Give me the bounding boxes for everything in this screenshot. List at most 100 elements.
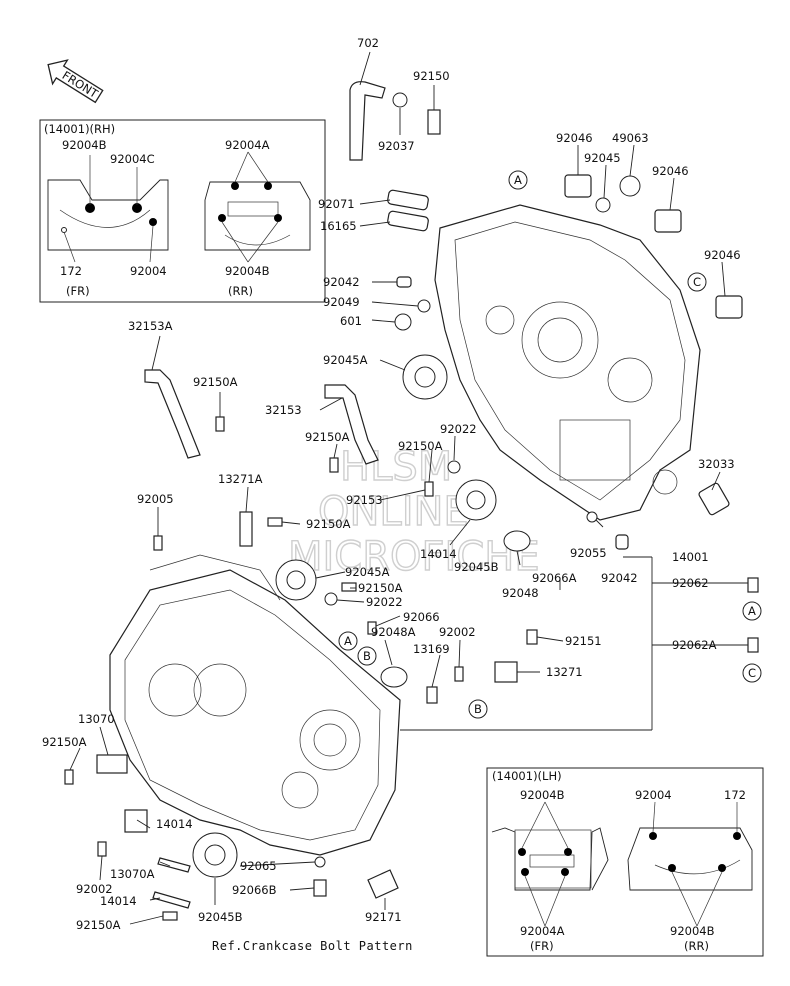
seal-92048 <box>503 530 531 552</box>
callout-c-1-label: C <box>693 275 701 289</box>
label-13271: 13271 <box>546 665 583 679</box>
callout-b-1 <box>357 646 377 666</box>
label-92150: 92150 <box>413 69 450 83</box>
bolt-92002-b <box>454 666 464 682</box>
circlip-92037 <box>392 92 408 108</box>
small-parts <box>64 81 759 921</box>
plug-92066b <box>313 879 327 897</box>
label-92151: 92151 <box>565 634 602 648</box>
label-92150a-4: 92150A <box>306 517 351 531</box>
pin-92042 <box>396 276 412 288</box>
label-92062: 92062 <box>672 576 709 590</box>
label-92071: 92071 <box>318 197 355 211</box>
inset-lh-label-92004b-bottom: 92004B <box>670 924 715 938</box>
inset-rh-label-92004b-bottom: 92004B <box>225 264 270 278</box>
inset-rh: (14001)(RH) 92004B 92004C 92004A 172 920… <box>39 119 326 303</box>
label-92046-a: 92046 <box>556 131 593 145</box>
bolt-92150a-7 <box>162 911 178 921</box>
inset-lh-label-172: 172 <box>724 788 746 802</box>
label-92045a-upper: 92045A <box>323 353 368 367</box>
plug-92066 <box>367 621 377 635</box>
label-92150a-1: 92150A <box>193 375 238 389</box>
plate-13271 <box>494 661 518 683</box>
oring-92055 <box>586 511 598 523</box>
inset-rh-label-rr: (RR) <box>228 284 253 298</box>
plate-13070a <box>124 809 148 833</box>
bolt-92150a-5 <box>341 582 357 592</box>
label-14014-b: 14014 <box>156 817 193 831</box>
front-label: FRONT <box>60 68 102 101</box>
label-14014-c: 14014 <box>100 894 137 908</box>
inset-lh-label-fr: (FR) <box>530 939 554 953</box>
plug-92062 <box>747 577 759 593</box>
ref-note: Ref.Crankcase Bolt Pattern <box>212 939 413 953</box>
hose-702 <box>349 81 386 161</box>
bolt-14014-b <box>152 891 191 909</box>
callout-a-1 <box>508 170 528 190</box>
label-92066b: 92066B <box>232 883 277 897</box>
label-92045b-lower: 92045B <box>198 910 243 924</box>
gasket-16165 <box>387 210 429 232</box>
pipe-32153a <box>144 369 201 459</box>
label-92153: 92153 <box>346 493 383 507</box>
inset-lh: (14001)(LH) 92004B 92004 172 92004A 9200… <box>486 767 764 957</box>
inset-rh-label-92004b-top: 92004B <box>62 138 107 152</box>
inset-rh-label-172: 172 <box>60 264 82 278</box>
leader-lines <box>69 51 748 925</box>
callout-c-2 <box>742 663 762 683</box>
label-92002-a: 92002 <box>439 625 476 639</box>
label-92150a-6: 92150A <box>42 735 87 749</box>
callout-a-2 <box>338 631 358 651</box>
label-92022-a: 92022 <box>440 422 477 436</box>
watermark-line-3: MICROFICHE <box>288 534 540 580</box>
label-13070a: 13070A <box>110 867 155 881</box>
bolt-92002-a <box>97 841 107 857</box>
bolt-92150a-1 <box>215 416 225 432</box>
crankcase-right-half <box>434 204 701 521</box>
label-32033: 32033 <box>698 457 735 471</box>
bolt-92150a-4 <box>267 517 283 527</box>
label-92045a-lower: 92045A <box>345 565 390 579</box>
label-92065: 92065 <box>240 859 277 873</box>
inset-rh-label-fr: (FR) <box>66 284 90 298</box>
label-92046-b: 92046 <box>652 164 689 178</box>
callout-c-2-label: C <box>748 666 756 680</box>
callout-a-3-label: A <box>748 604 756 618</box>
callout-circles: A B C A B A C <box>338 170 762 719</box>
label-13070: 13070 <box>78 712 115 726</box>
label-92002-b: 92002 <box>76 882 113 896</box>
washer-92022-a <box>447 460 461 474</box>
seal-92049 <box>417 299 431 313</box>
inset-lh-title: (14001)(LH) <box>492 769 562 783</box>
bracket-13169 <box>426 686 438 704</box>
bearing-92046-a <box>564 174 592 198</box>
bolt-92150a-2 <box>329 457 339 473</box>
label-92005: 92005 <box>137 492 174 506</box>
plate-13070 <box>96 754 128 774</box>
inset-lh-label-rr: (RR) <box>684 939 709 953</box>
label-92049: 92049 <box>323 295 360 309</box>
label-92045b-upper: 92045B <box>454 560 499 574</box>
label-92055: 92055 <box>570 546 607 560</box>
callout-a-3 <box>742 601 762 621</box>
label-49063: 49063 <box>612 131 649 145</box>
inset-lh-label-92004a: 92004A <box>520 924 565 938</box>
label-92150a-5: 92150A <box>358 581 403 595</box>
bearing-49063 <box>619 175 641 197</box>
label-14014-a: 14014 <box>420 547 457 561</box>
label-92150a-2: 92150A <box>305 430 350 444</box>
inset-rh-title: (14001)(RH) <box>44 122 115 136</box>
plug-92062a <box>747 637 759 653</box>
label-601: 601 <box>340 314 362 328</box>
label-92062a: 92062A <box>672 638 717 652</box>
label-702: 702 <box>357 36 379 50</box>
label-92066a: 92066A <box>532 571 577 585</box>
label-92048a: 92048A <box>371 625 416 639</box>
washer-92065 <box>314 856 326 868</box>
front-arrow-icon: FRONT <box>47 59 104 104</box>
label-92171: 92171 <box>365 910 402 924</box>
inset-rh-label-92004a: 92004A <box>225 138 270 152</box>
label-92045: 92045 <box>584 151 621 165</box>
filter-32033 <box>698 482 730 516</box>
